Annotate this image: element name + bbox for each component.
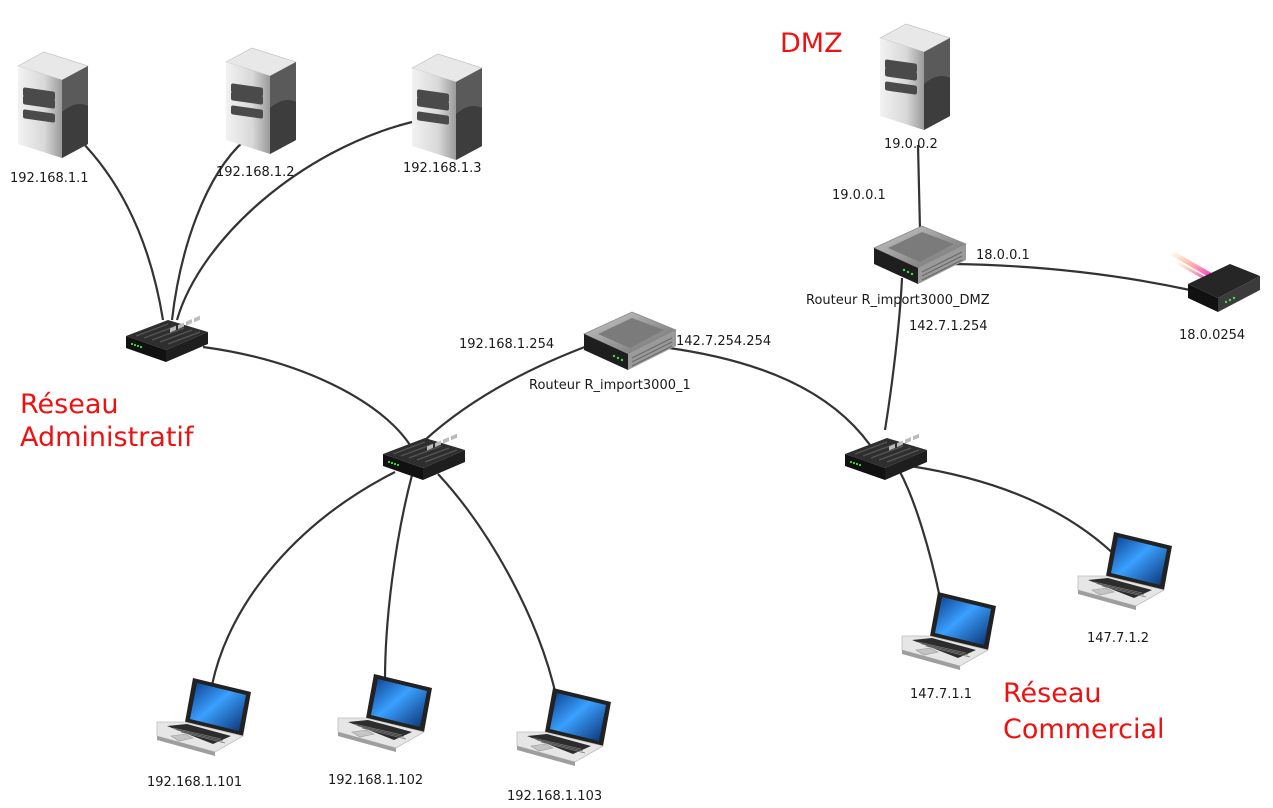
server-icon-dmz	[879, 23, 951, 131]
link-switch-commercial-c2	[909, 464, 1121, 561]
zone-label-admin-line1: Réseau	[20, 389, 119, 420]
server-label-s3: 192.168.1.3	[403, 161, 482, 176]
link-switch-center-l103	[437, 473, 559, 701]
router-main-right-ip: 142.7.254.254	[676, 334, 771, 349]
router-icon-dmz	[873, 225, 967, 285]
link-switch-commercial-c1	[899, 471, 942, 599]
link-router-dmz-modem	[949, 262, 1191, 292]
laptop-label-l102: 192.168.1.102	[328, 773, 423, 788]
router-main-left-ip: 192.168.1.254	[459, 337, 554, 352]
link-s1-switch-admin	[77, 137, 165, 321]
laptop-label-l103: 192.168.1.103	[507, 789, 602, 804]
modem-label: 18.0.0254	[1179, 328, 1245, 343]
switch-icon-commercial	[844, 433, 928, 481]
links	[77, 120, 1191, 701]
signal-rays-icon	[1167, 249, 1215, 279]
server-icon-s3	[411, 53, 483, 161]
link-switch-center-l102	[383, 474, 414, 681]
signal-rays-icon-2	[1174, 260, 1210, 282]
laptop-icon-l103	[516, 687, 612, 767]
server-label-s2: 192.168.1.2	[216, 165, 295, 180]
link-switch-admin-switch-center	[202, 345, 411, 446]
zone-label-commercial-line1: Réseau	[1003, 678, 1102, 709]
zone-label-commercial-line2: Commercial	[1003, 714, 1165, 745]
server-label-s1: 192.168.1.1	[10, 171, 89, 186]
link-s3-switch-admin	[175, 120, 413, 321]
laptop-icon-c1	[901, 591, 997, 671]
router-dmz-right-ip: 18.0.0.1	[976, 248, 1030, 263]
server-icon-s1	[17, 51, 89, 159]
link-switch-center-l101	[210, 471, 396, 686]
laptop-label-c2: 147.7.1.2	[1087, 631, 1149, 646]
link-router-dmz-server-dmz	[916, 144, 922, 231]
laptop-label-l101: 192.168.1.101	[147, 775, 242, 790]
router-dmz-top-ip: 19.0.0.1	[832, 188, 886, 203]
link-s2-switch-admin	[170, 139, 246, 321]
laptop-icon-c2	[1077, 531, 1173, 611]
zone-label-admin-line2: Administratif	[20, 422, 195, 453]
server-icon-s2	[225, 47, 297, 155]
link-switch-center-router-main	[424, 343, 591, 441]
zone-label-dmz: DMZ	[780, 28, 843, 59]
switch-icon-admin	[125, 315, 209, 363]
laptop-icon-l101	[156, 677, 252, 757]
link-router-main-switch-commercial	[661, 345, 871, 446]
router-icon-main	[583, 311, 677, 371]
router-dmz-bottom-ip: 142.7.1.254	[909, 319, 988, 334]
laptop-icon-l102	[337, 673, 433, 753]
router-main-name: Routeur R_import3000_1	[529, 378, 691, 393]
router-dmz-name: Routeur R_import3000_DMZ	[806, 293, 990, 308]
link-switch-commercial-router-dmz	[883, 277, 904, 431]
server-label-dmz: 19.0.0.2	[884, 137, 938, 152]
laptop-label-c1: 147.7.1.1	[910, 687, 972, 702]
